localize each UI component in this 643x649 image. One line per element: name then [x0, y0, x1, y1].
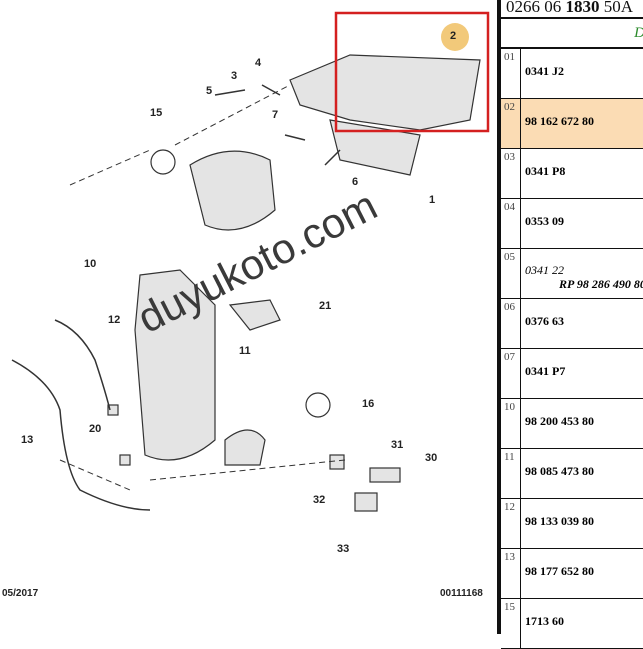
row-number: 05 [501, 249, 521, 298]
callout-2[interactable]: 2 [450, 30, 457, 42]
panel-header: D [501, 17, 643, 49]
part-reference: 0341 P8 [525, 164, 566, 178]
row-number: 06 [501, 299, 521, 348]
callout-30[interactable]: 30 [425, 452, 438, 464]
part-reference: 98 085 473 80 [525, 464, 594, 478]
part-row[interactable]: 15 1713 60 [501, 599, 643, 649]
turbocharger [189, 150, 276, 231]
row-number: 04 [501, 199, 521, 248]
row-number: 03 [501, 149, 521, 198]
particulate-filter [134, 269, 216, 461]
part-row[interactable]: 01 0341 J2 [501, 49, 643, 99]
parts-diagram: 2 3 4 5 7 15 6 1 10 12 21 11 16 13 20 31… [2, 11, 490, 599]
callout-32[interactable]: 32 [313, 494, 326, 506]
replacement-reference: RP 98 286 490 80 [559, 277, 643, 291]
part-row[interactable]: 10 98 200 453 80 [501, 399, 643, 449]
exhaust-parts-illustration [11, 11, 490, 512]
part-row[interactable]: 11 98 085 473 80 [501, 449, 643, 499]
part-reference: 98 200 453 80 [525, 414, 594, 428]
part-reference: 1713 60 [525, 614, 564, 628]
part-row[interactable]: 13 98 177 652 80 [501, 549, 643, 599]
callout-13[interactable]: 13 [21, 434, 34, 446]
callout-3[interactable]: 3 [231, 70, 238, 82]
part-row[interactable]: 06 0376 63 [501, 299, 643, 349]
clamp-16 [305, 392, 331, 418]
part-reference: 98 133 039 80 [525, 514, 594, 528]
row-number: 12 [501, 499, 521, 548]
part-reference: 98 177 652 80 [525, 564, 594, 578]
callout-10[interactable]: 10 [84, 258, 97, 270]
callout-11[interactable]: 11 [239, 345, 251, 357]
row-number: 10 [501, 399, 521, 448]
pipe-13 [11, 359, 151, 511]
callout-33[interactable]: 33 [337, 543, 350, 555]
row-number: 13 [501, 549, 521, 598]
callout-12[interactable]: 12 [108, 314, 121, 326]
callout-16[interactable]: 16 [362, 398, 375, 410]
bracket [228, 299, 281, 331]
callout-7[interactable]: 7 [272, 109, 279, 121]
part-row[interactable]: 07 0341 P7 [501, 349, 643, 399]
exhaust-manifold [289, 54, 481, 131]
part-reference: 0353 09 [525, 214, 564, 228]
diagram-code: 00111168 [440, 588, 483, 599]
selected-badge [441, 23, 469, 51]
callout-20[interactable]: 20 [89, 423, 102, 435]
bracket-33 [354, 492, 378, 512]
callout-6[interactable]: 6 [352, 176, 359, 188]
panel-title: 0266 06 1830 50A [506, 0, 634, 16]
row-number: 07 [501, 349, 521, 398]
row-number: 11 [501, 449, 521, 498]
part-reference: 0341 P7 [525, 364, 566, 378]
callout-1[interactable]: 1 [429, 194, 436, 206]
pipe-12 [54, 319, 111, 411]
callout-4[interactable]: 4 [255, 57, 262, 69]
part-row[interactable]: 02 98 162 672 80 [501, 99, 643, 149]
row-number: 15 [501, 599, 521, 648]
clamp-15 [150, 149, 176, 175]
row-number: 01 [501, 49, 521, 98]
part-row[interactable]: 03 0341 P8 [501, 149, 643, 199]
callout-21[interactable]: 21 [319, 300, 332, 312]
part-reference: 0341 22 [525, 263, 564, 277]
part-row[interactable]: 12 98 133 039 80 [501, 499, 643, 549]
sensor-30 [369, 467, 401, 483]
parts-list-panel: 0266 06 1830 50A D 01 0341 J2 02 98 162 672… [497, 0, 643, 649]
highlight-box [334, 11, 490, 133]
part-reference: 0376 63 [525, 314, 564, 328]
part-row[interactable]: 04 0353 09 [501, 199, 643, 249]
callout-15[interactable]: 15 [150, 107, 163, 119]
callout-31[interactable]: 31 [391, 439, 404, 451]
part-reference: 98 162 672 80 [525, 114, 594, 128]
part-reference: 0341 J2 [525, 64, 564, 78]
row-number: 02 [501, 99, 521, 148]
diagram-date: 05/2017 [2, 588, 39, 599]
callout-5[interactable]: 5 [206, 85, 213, 97]
